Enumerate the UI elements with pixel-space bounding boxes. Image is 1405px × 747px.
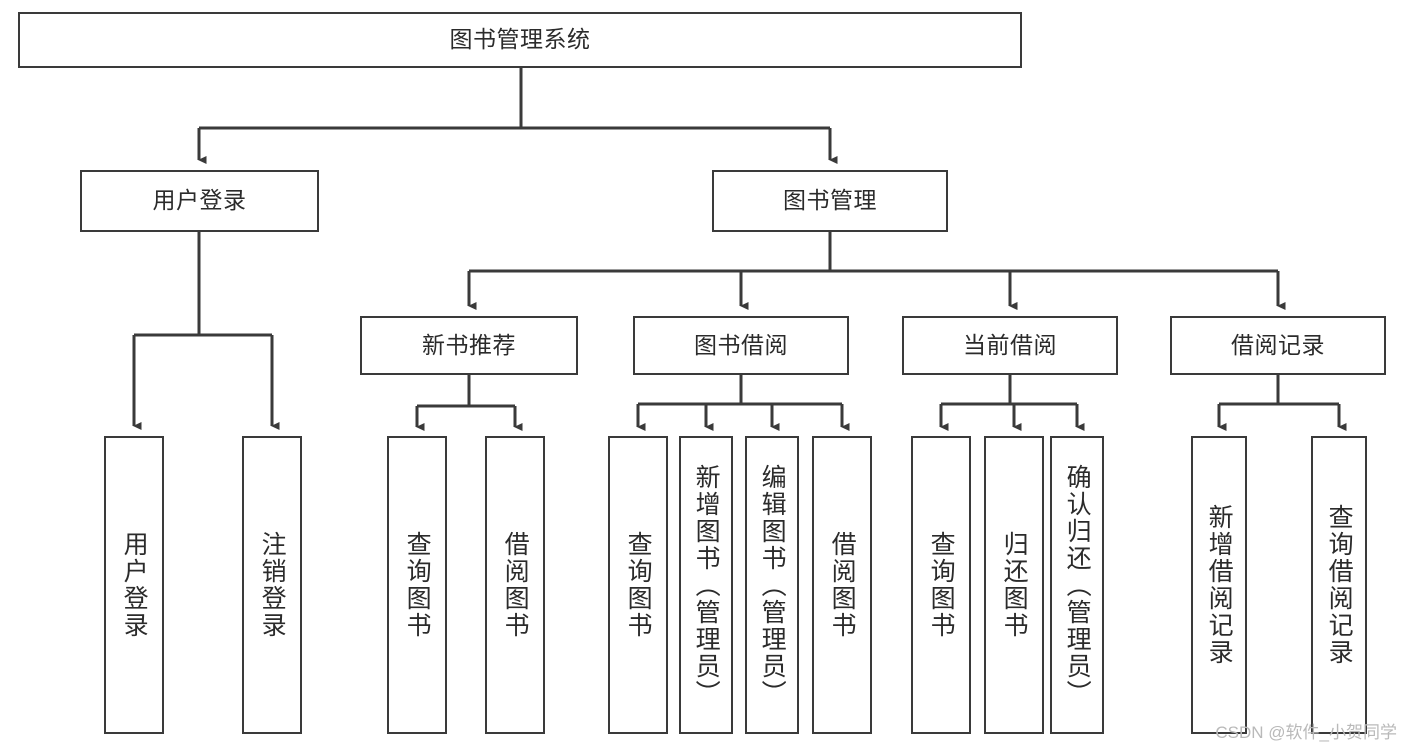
edge-userlogin-to-leaves: [132, 232, 280, 431]
node-label: 图书管理系统: [449, 26, 591, 53]
node-leaf-borrow-book[interactable]: 借阅图书: [812, 436, 872, 734]
edge-root-to-level1: [197, 68, 838, 165]
node-leaf-user-login[interactable]: 用户登录: [104, 436, 164, 734]
node-label: 新增借阅记录: [1205, 504, 1234, 666]
node-label: 查询图书: [403, 531, 432, 639]
node-leaf-add-borrow-record[interactable]: 新增借阅记录: [1191, 436, 1247, 734]
node-leaf-edit-book-admin[interactable]: 编辑图书（管理员）: [745, 436, 799, 734]
node-root-book-management-system[interactable]: 图书管理系统: [18, 12, 1022, 68]
node-leaf-add-book-admin[interactable]: 新增图书（管理员）: [679, 436, 733, 734]
node-leaf-query-book-current[interactable]: 查询图书: [911, 436, 971, 734]
node-label: 图书管理: [783, 187, 877, 214]
edge-bookborrow-to-leaves: [636, 375, 850, 432]
node-label: 借阅记录: [1231, 331, 1325, 358]
node-leaf-return-book[interactable]: 归还图书: [984, 436, 1044, 734]
node-label: 借阅图书: [501, 531, 530, 639]
node-new-book-recommend[interactable]: 新书推荐: [360, 316, 578, 375]
node-user-login[interactable]: 用户登录: [80, 170, 319, 232]
node-label: 用户登录: [120, 531, 149, 639]
edge-borrowrecord-to-leaves: [1217, 375, 1347, 432]
edge-currentborrow-to-leaves: [939, 375, 1085, 432]
node-label: 编辑图书（管理员）: [758, 463, 787, 707]
node-label: 用户登录: [152, 187, 247, 214]
edge-recommend-to-leaves: [415, 375, 523, 432]
node-book-management[interactable]: 图书管理: [712, 170, 948, 232]
node-label: 查询图书: [624, 531, 653, 639]
edge-bookmanage-to-level2: [467, 232, 1286, 311]
node-label: 当前借阅: [963, 331, 1057, 358]
node-book-borrow[interactable]: 图书借阅: [633, 316, 849, 375]
node-leaf-confirm-return-admin[interactable]: 确认归还（管理员）: [1050, 436, 1104, 734]
node-label: 新书推荐: [422, 331, 516, 358]
node-leaf-user-logout[interactable]: 注销登录: [242, 436, 302, 734]
node-label: 注销登录: [258, 531, 287, 639]
node-label: 归还图书: [1000, 531, 1029, 639]
node-leaf-query-book-recommend[interactable]: 查询图书: [387, 436, 447, 734]
node-label: 图书借阅: [694, 331, 788, 358]
node-label: 新增图书（管理员）: [692, 463, 721, 707]
node-label: 查询借阅记录: [1325, 504, 1354, 666]
node-label: 确认归还（管理员）: [1063, 463, 1092, 707]
node-leaf-borrow-book-recommend[interactable]: 借阅图书: [485, 436, 545, 734]
node-leaf-query-borrow-record[interactable]: 查询借阅记录: [1311, 436, 1367, 734]
node-label: 查询图书: [927, 531, 956, 639]
node-leaf-query-book-borrow[interactable]: 查询图书: [608, 436, 668, 734]
node-label: 借阅图书: [828, 531, 857, 639]
node-current-borrow[interactable]: 当前借阅: [902, 316, 1118, 375]
csdn-watermark: CSDN @软件_小贺同学: [1215, 723, 1397, 742]
node-borrow-record[interactable]: 借阅记录: [1170, 316, 1386, 375]
